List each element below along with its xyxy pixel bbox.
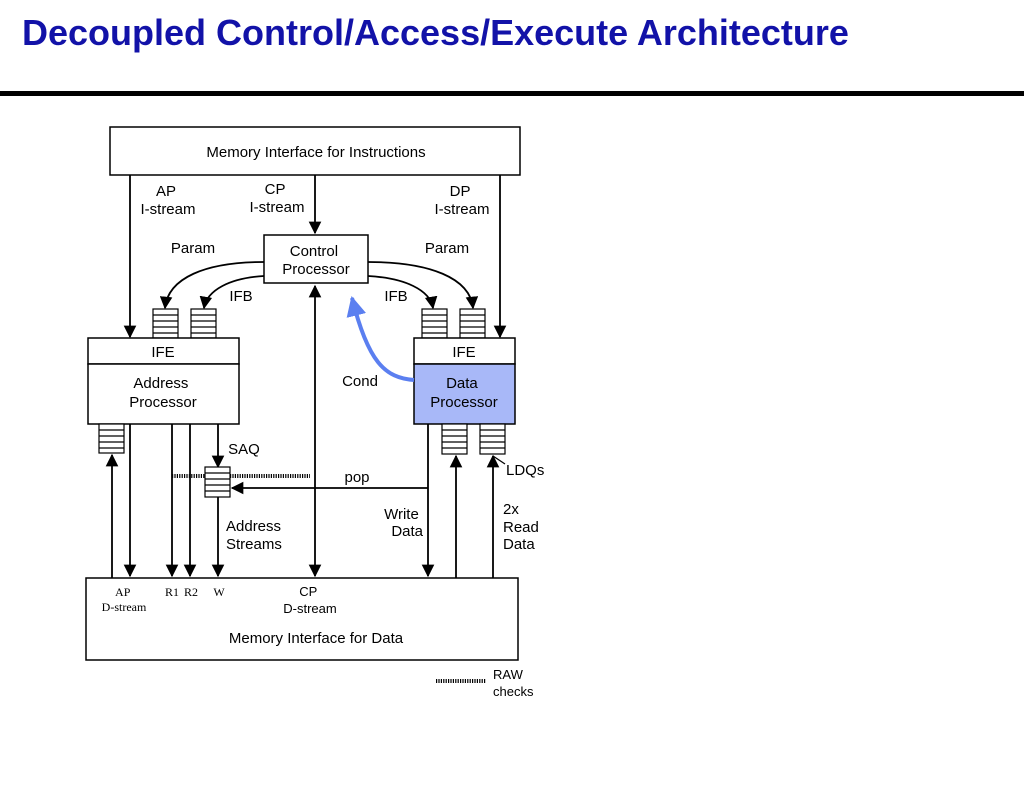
control-processor-box	[263, 234, 369, 284]
cond-arrow	[346, 296, 415, 382]
param-right-label: Param	[425, 240, 469, 257]
ap-dstream-label: AP D-stream	[102, 585, 147, 614]
w-label: W	[213, 585, 225, 599]
ifb-left-arrow	[199, 275, 265, 310]
saq-queue	[204, 466, 231, 498]
address-streams-label: Address Streams	[226, 518, 285, 553]
r1-label: R1	[165, 585, 179, 599]
ldq-queue-right	[479, 423, 506, 455]
instruction-memory-box	[109, 126, 521, 176]
ifb-queue-left	[190, 308, 217, 339]
cond-label: Cond	[342, 373, 378, 390]
param-left-label: Param	[171, 240, 215, 257]
control-processor-label: Control Processor	[282, 243, 350, 278]
page-title: Decoupled Control/Access/Execute Archite…	[22, 12, 849, 53]
data-memory-box	[85, 577, 519, 661]
ifb-right-label: IFB	[384, 288, 407, 305]
saq-label: SAQ	[228, 441, 260, 458]
cp-dstream-label: CP D-stream	[283, 584, 336, 616]
ife-right-box	[413, 337, 516, 365]
pop-label: pop	[344, 469, 369, 486]
data-processor-label: Data Processor	[430, 375, 498, 411]
ifb-right-arrow	[367, 275, 438, 310]
param-right-arrow	[367, 261, 479, 310]
address-processor-label: Address Processor	[129, 375, 197, 411]
write-data-label: Write Data	[384, 506, 424, 540]
ife-left-label: IFE	[151, 344, 174, 361]
address-processor-box	[87, 363, 240, 425]
ife-left-box	[87, 337, 240, 365]
title-divider	[0, 91, 1024, 96]
ifb-left-label: IFB	[229, 288, 252, 305]
ldqs-pointer	[492, 455, 506, 465]
instruction-memory-label: Memory Interface for Instructions	[206, 144, 425, 161]
param-queue-left	[152, 308, 179, 339]
data-memory-label: Memory Interface for Data	[229, 630, 404, 647]
ifb-queue-right	[421, 308, 448, 339]
ap-load-queue	[98, 423, 125, 454]
ap-istream-label: AP I-stream	[140, 183, 195, 218]
r2-label: R2	[184, 585, 198, 599]
param-queue-right	[459, 308, 486, 339]
read-data-label: 2x Read Data	[503, 501, 543, 553]
raw-checks-legend-label: RAW checks	[493, 667, 534, 699]
data-processor-box	[413, 363, 516, 425]
ldq-queue-left	[441, 423, 468, 455]
dp-istream-label: DP I-stream	[434, 183, 489, 218]
cp-istream-label: CP I-stream	[249, 181, 304, 216]
ife-right-label: IFE	[452, 344, 475, 361]
param-left-arrow	[159, 261, 265, 310]
ldqs-label: LDQs	[506, 462, 544, 479]
